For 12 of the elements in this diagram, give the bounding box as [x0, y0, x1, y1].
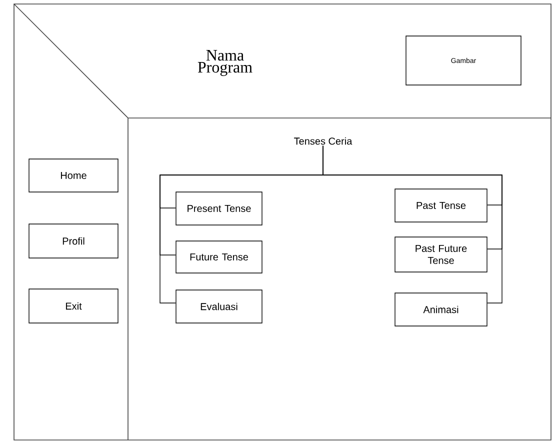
- program-title: Nama Program: [198, 50, 252, 76]
- menu-button: Profil: [28, 224, 118, 258]
- connector-line: [322, 146, 502, 304]
- menu-button: Exit: [28, 288, 118, 324]
- topic-box: Present Tense: [176, 192, 262, 226]
- menu-title: Tenses Ceria: [294, 137, 352, 145]
- topic-box: Animasi: [394, 292, 488, 326]
- menu-button: Home: [28, 158, 118, 192]
- topic-box: Past Tense: [394, 188, 488, 222]
- topic-box: Evaluasi: [176, 290, 262, 324]
- topic-box: Future Tense: [176, 240, 262, 274]
- topic-box: Past Future Tense: [394, 236, 488, 272]
